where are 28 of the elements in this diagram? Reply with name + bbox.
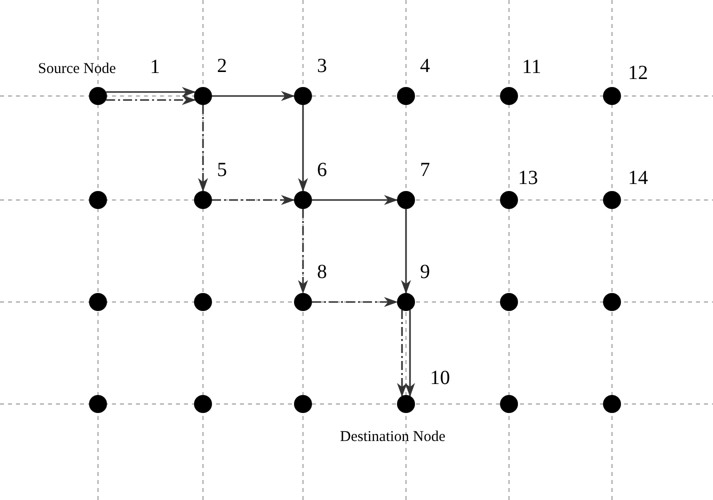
node-number: 4 [420,56,430,76]
arrow [312,195,398,205]
arrow [312,297,398,307]
node-number: 3 [317,56,327,76]
arrow [401,209,411,294]
node-number: 7 [420,160,430,180]
node-number: 8 [317,262,327,282]
node-number: 11 [522,57,542,77]
arrow [106,87,196,97]
node-caption: Source Node [38,62,116,77]
node-number: 5 [217,160,227,180]
arrow [212,91,295,101]
node-number: 10 [430,368,450,388]
arrow [106,95,196,105]
node-number: 14 [628,168,648,188]
arrow [298,105,308,192]
node-number: 13 [518,168,538,188]
node-number: 12 [628,63,648,83]
node-number: 6 [317,160,327,180]
node-number: 9 [420,262,430,282]
arrow [198,105,208,192]
node-number: 1 [150,57,160,77]
arrow [405,310,415,397]
node-caption: Destination Node [340,430,446,445]
arrow [298,209,308,294]
arrow [397,310,407,397]
node-number: 2 [217,56,227,76]
arrow [212,195,295,205]
